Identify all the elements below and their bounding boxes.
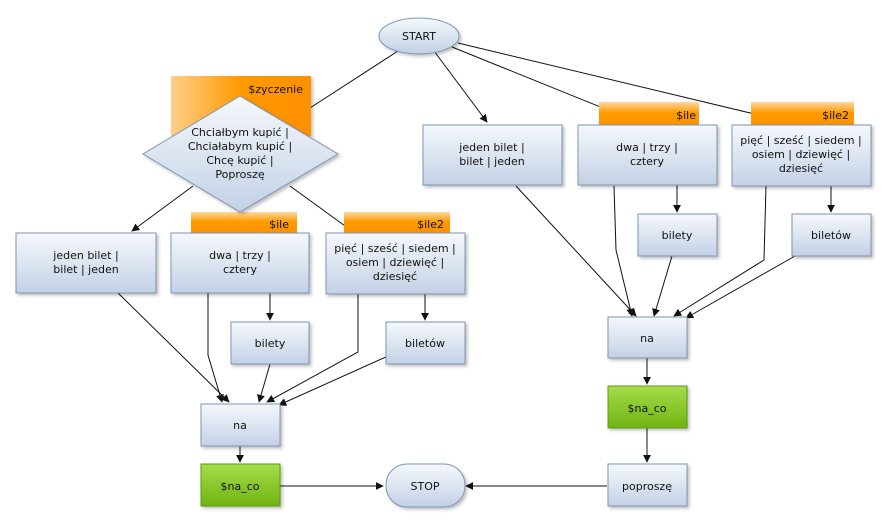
r-jeden-line-1: jeden bilet | — [458, 141, 524, 154]
edge-l-piec-na — [266, 294, 359, 403]
edge-l-bilety-na — [257, 363, 271, 403]
l-piec-line-3: dziesięć — [373, 270, 417, 283]
r-na-node[interactable]: na — [607, 316, 688, 359]
edge-r-piec-na — [673, 185, 767, 317]
tag-l-ile-label: $ile — [269, 218, 289, 231]
l-piec-line-1: pięć | sześć | siedem | — [334, 242, 456, 255]
r-jeden-node[interactable]: jeden bilet | bilet | jeden — [422, 124, 563, 186]
l-jeden-line-1: jeden bilet | — [52, 249, 118, 262]
edges — [117, 42, 835, 490]
l-na-node[interactable]: na — [200, 403, 281, 447]
r-naco-node[interactable]: $na_co — [607, 385, 688, 429]
l-biletow-label: biletów — [405, 337, 445, 350]
tag-r-ile2: $ile2 — [751, 102, 854, 126]
stop-label: STOP — [411, 480, 440, 493]
edge-l-dwa-na — [207, 293, 224, 403]
l-dwa-node[interactable]: dwa | trzy | cztery — [170, 232, 310, 294]
diamond-line-1: Chciałbym kupić | — [191, 126, 289, 139]
r-jeden-line-2: bilet | jeden — [459, 155, 524, 168]
l-naco-node[interactable]: $na_co — [200, 463, 281, 507]
edge-r-dwa-na — [613, 185, 635, 317]
tag-l-ile2-label: $ile2 — [417, 218, 444, 231]
l-na-label: na — [233, 419, 247, 432]
r-poprosze-label: poproszę — [622, 480, 672, 493]
r-biletow-node[interactable]: biletów — [791, 213, 872, 257]
l-piec-line-2: osiem | dziewięć | — [346, 256, 444, 269]
edge-start-r-piec — [457, 42, 793, 126]
l-naco-label: $na_co — [221, 480, 260, 493]
edge-start-diamond — [295, 50, 399, 118]
tag-l-ile: $ile — [191, 212, 297, 234]
tag-l-ile2: $ile2 — [344, 212, 450, 234]
tag-r-ile-label: $ile — [676, 109, 696, 122]
edge-r-jeden-na — [515, 185, 637, 317]
diamond-node[interactable]: Chciałbym kupić | Chciałabym kupić | Chc… — [142, 95, 339, 213]
r-piec-line-3: dziesięć — [779, 162, 823, 175]
l-dwa-line-2: cztery — [223, 263, 257, 276]
edge-r-bilety-na — [652, 255, 673, 317]
r-piec-line-2: osiem | dziewięć | — [752, 148, 850, 161]
l-piec-node[interactable]: pięć | sześć | siedem | osiem | dziewięć… — [325, 232, 466, 295]
diamond-line-4: Poproszę — [215, 168, 264, 181]
r-biletow-label: biletów — [811, 229, 851, 242]
tag-zyczenie-label: $zyczenie — [248, 83, 303, 96]
diamond-line-2: Chciałabym kupić | — [188, 140, 292, 153]
r-piec-line-1: pięć | sześć | siedem | — [740, 134, 862, 147]
r-bilety-node[interactable]: bilety — [637, 213, 718, 257]
nodes: START Chciałbym kupić | Chciałabym kupić… — [15, 17, 872, 508]
r-dwa-line-1: dwa | trzy | — [616, 141, 678, 154]
l-dwa-line-1: dwa | trzy | — [209, 249, 271, 262]
r-piec-node[interactable]: pięć | sześć | siedem | osiem | dziewięć… — [731, 124, 872, 187]
edge-diamond-l-jeden — [131, 185, 194, 232]
start-node[interactable]: START — [378, 17, 460, 55]
edge-l-jeden-na — [117, 292, 230, 403]
stop-node[interactable]: STOP — [385, 463, 466, 508]
l-biletow-node[interactable]: biletów — [385, 321, 466, 365]
edge-diamond-l-piec — [289, 185, 353, 232]
r-na-label: na — [640, 332, 654, 345]
r-bilety-label: bilety — [662, 229, 693, 242]
tag-r-ile: $ile — [599, 102, 699, 126]
edge-r-biletow-na — [685, 255, 796, 319]
r-poprosze-node[interactable]: poproszę — [607, 463, 688, 507]
start-label: START — [402, 30, 436, 43]
r-naco-label: $na_co — [628, 402, 667, 415]
edge-l-biletow-na — [278, 355, 389, 406]
tag-r-ile2-label: $ile2 — [822, 109, 849, 122]
l-jeden-node[interactable]: jeden bilet | bilet | jeden — [15, 232, 157, 294]
diamond-line-3: Chcę kupić | — [206, 154, 273, 167]
r-dwa-node[interactable]: dwa | trzy | cztery — [577, 124, 718, 186]
l-bilety-node[interactable]: bilety — [230, 321, 310, 365]
l-bilety-label: bilety — [255, 337, 286, 350]
edge-start-r-jeden — [433, 50, 488, 123]
r-dwa-line-2: cztery — [630, 155, 664, 168]
l-jeden-line-2: bilet | jeden — [53, 263, 118, 276]
